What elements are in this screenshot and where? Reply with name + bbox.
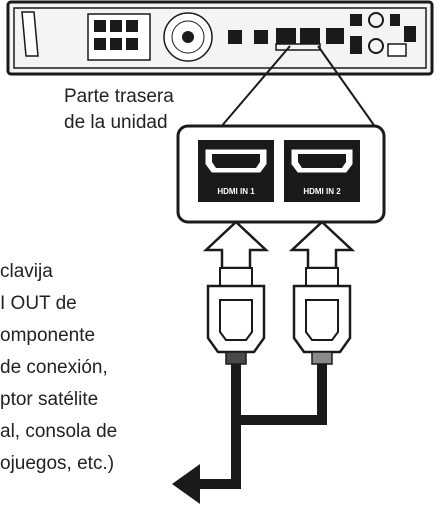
hdmi-plug-right bbox=[292, 267, 352, 365]
source-arrow bbox=[172, 464, 200, 504]
unit-rear-caption: Parte trasera de la unidad bbox=[64, 84, 174, 136]
source-caption-line: I OUT de bbox=[0, 293, 77, 314]
hdmi-in-1-port: HDMI IN 1 bbox=[198, 140, 274, 202]
panel-jacks bbox=[350, 12, 416, 57]
hdmi-cables bbox=[196, 364, 327, 489]
hdmi-in-2-port: HDMI IN 2 bbox=[284, 140, 360, 202]
source-caption-line: omponente bbox=[0, 325, 96, 346]
hdmi-plug-left bbox=[206, 267, 266, 365]
cooling-fan bbox=[163, 12, 213, 62]
callout-leader bbox=[219, 43, 377, 129]
source-caption-line: clavija bbox=[0, 261, 53, 282]
insert-arrows bbox=[202, 220, 356, 270]
source-caption-line: al, consola de bbox=[0, 421, 118, 442]
speaker-terminals bbox=[87, 13, 151, 61]
hdmi-in-1-label: HDMI IN 1 bbox=[217, 187, 255, 196]
hdmi-in-2-label: HDMI IN 2 bbox=[303, 187, 341, 196]
unit-rear-caption-line: de la unidad bbox=[64, 112, 168, 133]
enlarged-port-panel: HDMI IN 1 HDMI IN 2 bbox=[176, 124, 386, 224]
source-caption-line: ptor satélite bbox=[0, 389, 99, 410]
unit-rear-panel bbox=[6, 0, 434, 76]
panel-hdmi-ports bbox=[276, 28, 344, 44]
source-caption-line: ojuegos, etc.) bbox=[0, 453, 115, 474]
unit-rear-caption-line: Parte trasera bbox=[64, 86, 174, 107]
source-device-caption: clavija I OUT de omponente de conexión, … bbox=[0, 256, 117, 480]
source-caption-line: de conexión, bbox=[0, 357, 108, 378]
